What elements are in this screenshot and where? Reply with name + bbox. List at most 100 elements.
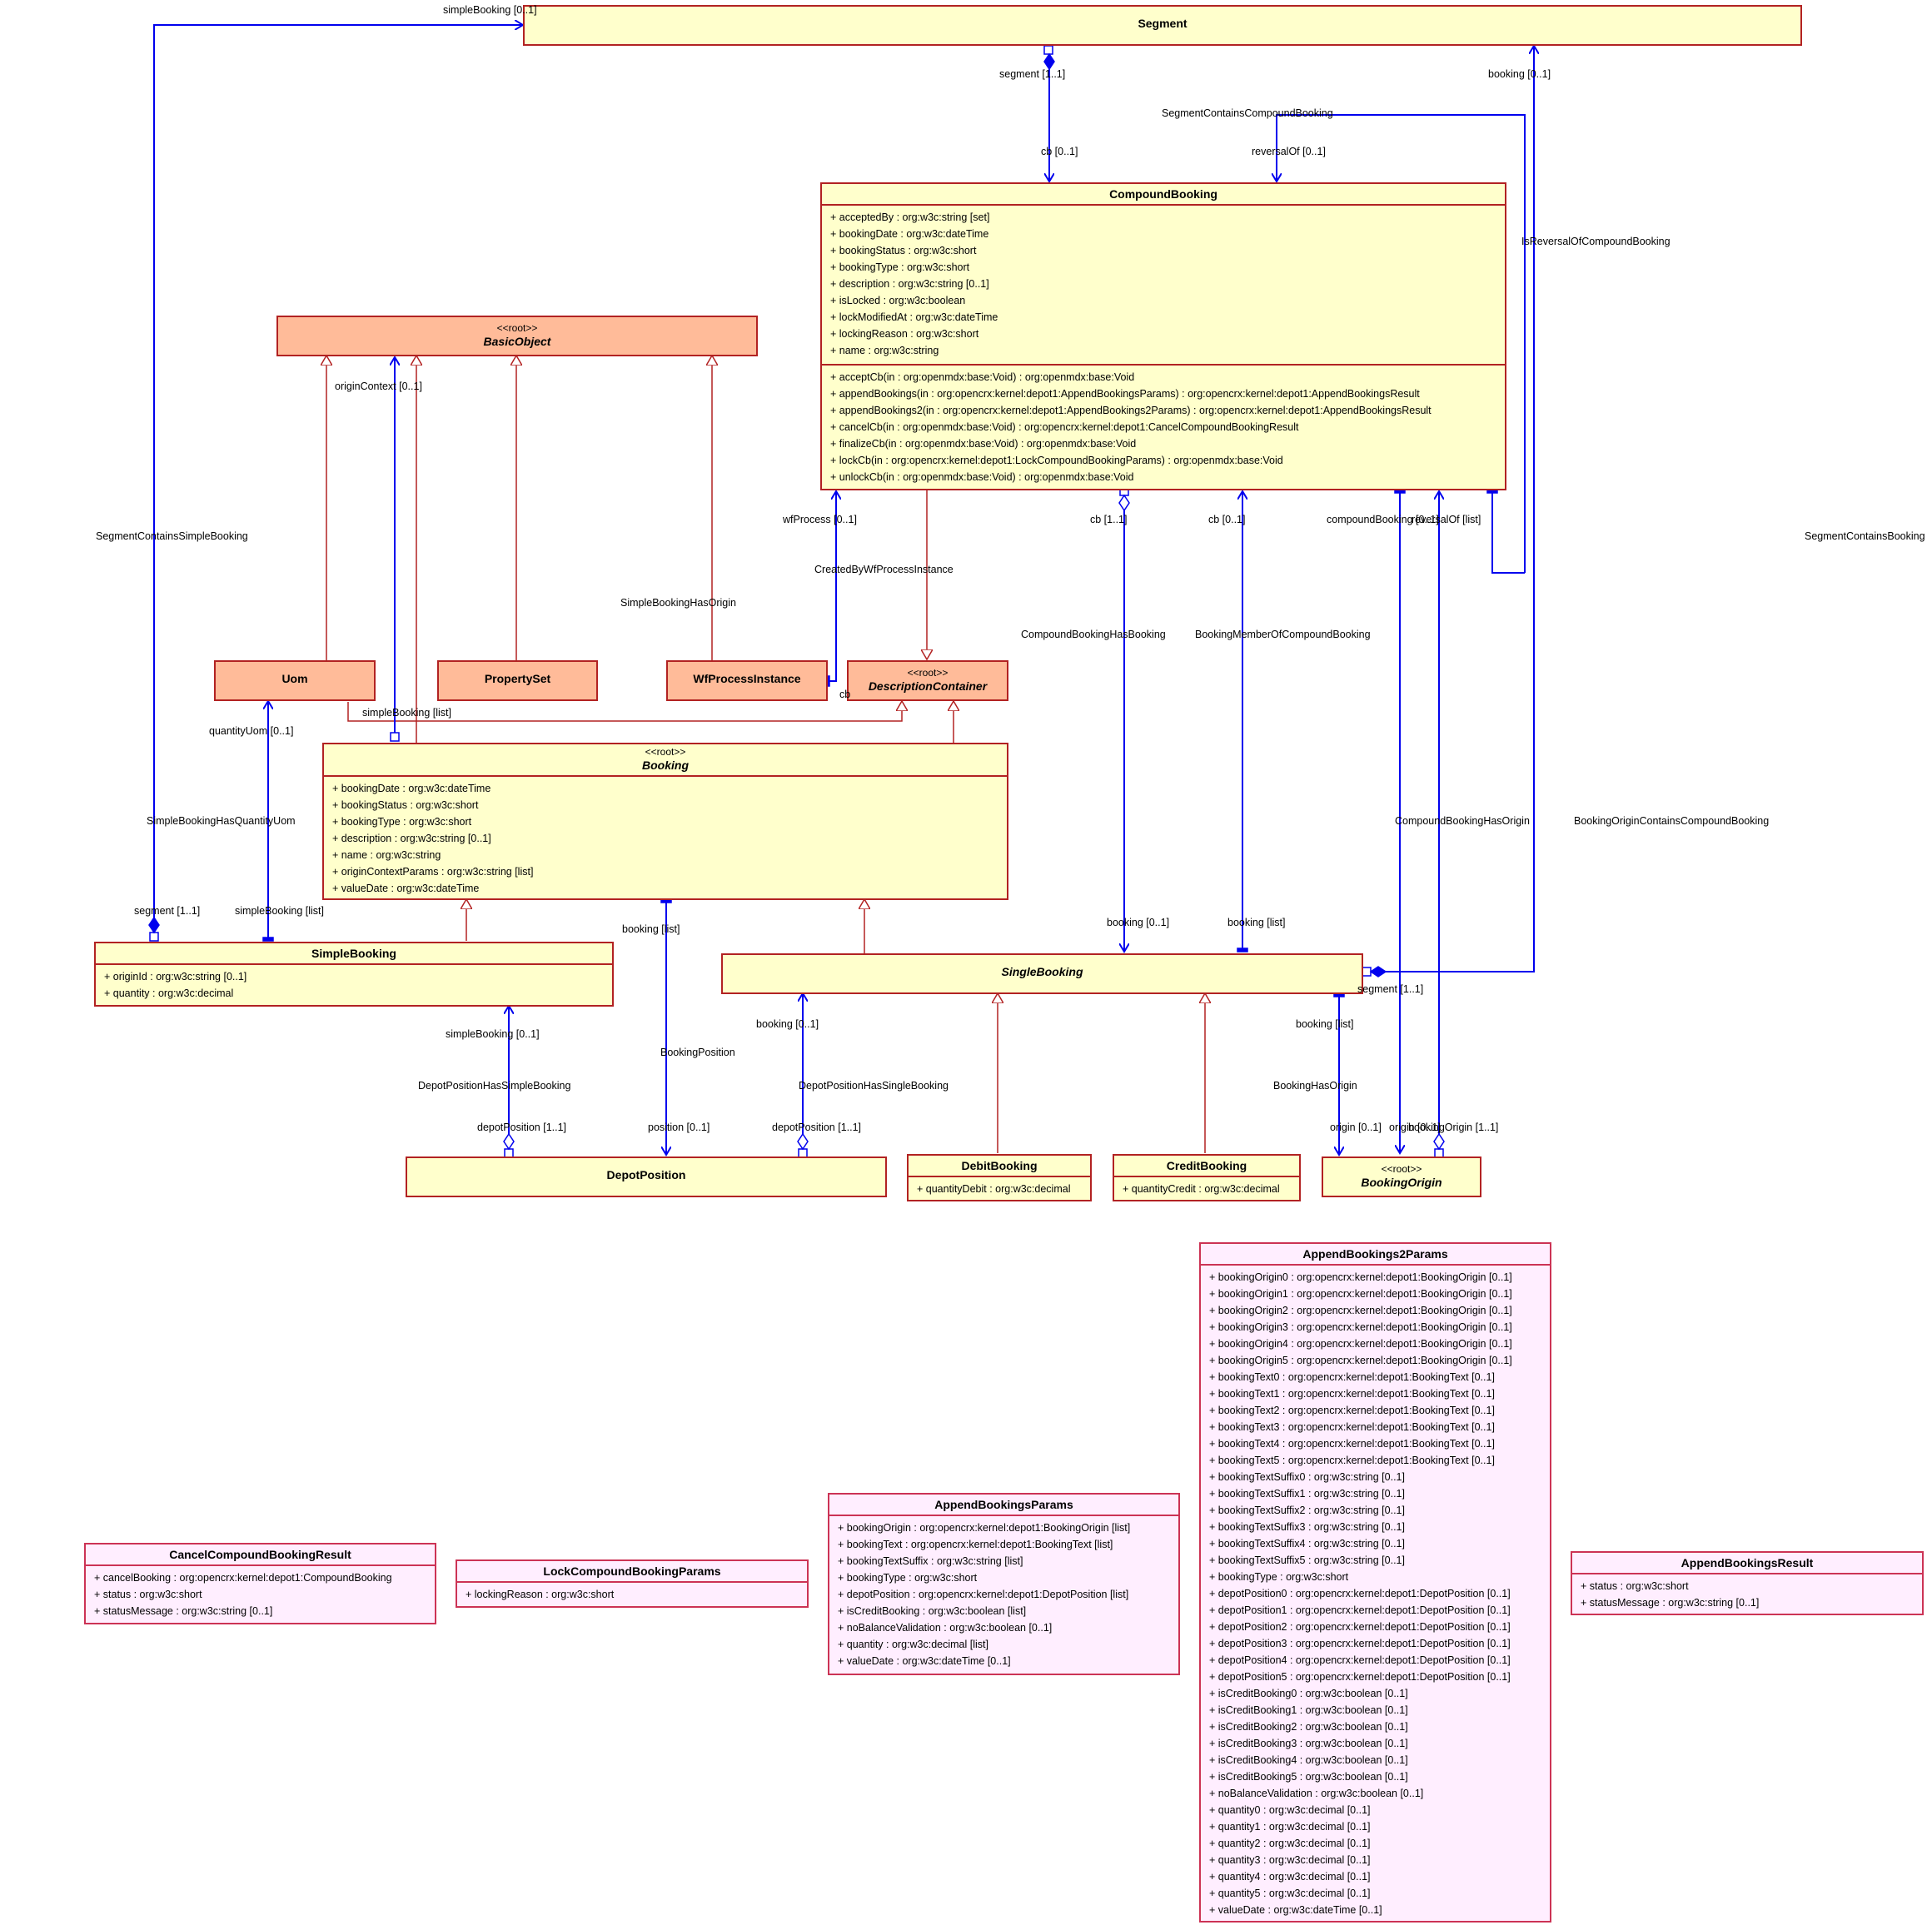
attribute: + bookingText1 : org:opencrx:kernel:depo… — [1209, 1388, 1495, 1400]
attribute: + quantity0 : org:w3c:decimal [0..1] — [1209, 1804, 1371, 1816]
role-label: booking [list] — [1227, 917, 1286, 928]
class-description-container[interactable]: <<root>>DescriptionContainer — [847, 660, 1008, 701]
class-name: DepotPosition — [606, 1168, 686, 1181]
class-wf-process-instance[interactable]: WfProcessInstance — [666, 660, 828, 701]
role-label: booking [list] — [1296, 1018, 1354, 1030]
attribute: + bookingOrigin2 : org:opencrx:kernel:de… — [1209, 1305, 1512, 1316]
operation: + finalizeCb(in : org:openmdx:base:Void)… — [830, 438, 1137, 450]
class-basic-object[interactable]: <<root>>BasicObject — [276, 316, 758, 356]
operations-compartment: + acceptCb(in : org:openmdx:base:Void) :… — [822, 364, 1505, 490]
association-name: CompoundBookingHasOrigin — [1395, 815, 1530, 827]
attribute: + quantity : org:w3c:decimal — [104, 987, 234, 999]
attribute: + isCreditBooking0 : org:w3c:boolean [0.… — [1209, 1688, 1408, 1699]
class-name: AppendBookingsParams — [934, 1498, 1073, 1511]
attribute: + isCreditBooking3 : org:w3c:boolean [0.… — [1209, 1738, 1408, 1749]
role-label: simpleBooking [list] — [362, 707, 451, 719]
attribute: + depotPosition2 : org:opencrx:kernel:de… — [1209, 1621, 1511, 1633]
attribute: + noBalanceValidation : org:w3c:boolean … — [1209, 1788, 1424, 1799]
attribute: + quantity : org:w3c:decimal [list] — [838, 1639, 988, 1650]
attribute: + bookingTextSuffix2 : org:w3c:string [0… — [1209, 1505, 1405, 1516]
association-name: CreatedByWfProcessInstance — [814, 564, 954, 575]
attribute: + status : org:w3c:short — [94, 1589, 202, 1600]
attribute: + bookingText5 : org:opencrx:kernel:depo… — [1209, 1455, 1495, 1466]
attribute: + bookingText4 : org:opencrx:kernel:depo… — [1209, 1438, 1495, 1450]
association-name: CompoundBookingHasBooking — [1021, 629, 1166, 640]
attribute: + quantityCredit : org:w3c:decimal — [1123, 1183, 1280, 1195]
class-single-booking[interactable]: SingleBooking — [721, 953, 1363, 994]
attributes-compartment: + status : org:w3c:short + statusMessage… — [1572, 1573, 1922, 1616]
class-segment[interactable]: Segment — [523, 5, 1802, 46]
class-append-bookings2-params[interactable]: AppendBookings2Params + bookingOrigin0 :… — [1199, 1242, 1551, 1923]
role-label: depotPosition [1..1] — [772, 1122, 862, 1133]
attribute: + quantityDebit : org:w3c:decimal — [917, 1183, 1071, 1195]
attribute: + bookingOrigin1 : org:opencrx:kernel:de… — [1209, 1288, 1512, 1300]
attributes-compartment: + originId : org:w3c:string [0..1] + qua… — [96, 963, 612, 1007]
attributes-compartment: + quantityDebit : org:w3c:decimal — [909, 1176, 1090, 1202]
class-compound-booking[interactable]: CompoundBooking + acceptedBy : org:w3c:s… — [820, 182, 1506, 490]
class-cancel-compound-booking-result[interactable]: CancelCompoundBookingResult + cancelBook… — [84, 1543, 436, 1624]
attribute: + bookingDate : org:w3c:dateTime — [830, 228, 989, 240]
attribute: + bookingTextSuffix1 : org:w3c:string [0… — [1209, 1488, 1405, 1500]
class-name: BookingOrigin — [1361, 1176, 1442, 1189]
class-credit-booking[interactable]: CreditBooking + quantityCredit : org:w3c… — [1113, 1154, 1301, 1201]
attribute: + bookingStatus : org:w3c:short — [332, 799, 479, 811]
class-name: SingleBooking — [1001, 965, 1083, 978]
role-label: booking [0..1] — [1107, 917, 1170, 928]
attribute: + lockingReason : org:w3c:short — [830, 328, 979, 340]
attribute: + depotPosition1 : org:opencrx:kernel:de… — [1209, 1604, 1511, 1616]
role-label: cb [1..1] — [1090, 514, 1128, 525]
attribute: + description : org:w3c:string [0..1] — [332, 833, 491, 844]
class-booking-origin[interactable]: <<root>>BookingOrigin — [1322, 1156, 1481, 1197]
association-name: IsReversalOfCompoundBooking — [1521, 236, 1671, 247]
attribute: + bookingTextSuffix0 : org:w3c:string [0… — [1209, 1471, 1405, 1483]
attributes-compartment: + bookingOrigin0 : org:opencrx:kernel:de… — [1201, 1264, 1550, 1923]
attribute: + isCreditBooking4 : org:w3c:boolean [0.… — [1209, 1754, 1408, 1766]
operation: + appendBookings(in : org:opencrx:kernel… — [830, 388, 1420, 400]
class-append-bookings-result[interactable]: AppendBookingsResult + status : org:w3c:… — [1571, 1551, 1924, 1615]
attribute: + bookingTextSuffix3 : org:w3c:string [0… — [1209, 1521, 1405, 1533]
role-label: depotPosition [1..1] — [477, 1122, 567, 1133]
attribute: + bookingType : org:w3c:short — [838, 1572, 978, 1584]
attribute: + bookingStatus : org:w3c:short — [830, 245, 977, 256]
attribute: + bookingTextSuffix5 : org:w3c:string [0… — [1209, 1554, 1405, 1566]
class-lock-compound-booking-params[interactable]: LockCompoundBookingParams + lockingReaso… — [456, 1559, 809, 1608]
role-label: booking [0..1] — [1488, 68, 1551, 80]
attribute: + bookingTextSuffix : org:w3c:string [li… — [838, 1555, 1023, 1567]
attribute: + bookingType : org:w3c:short — [1209, 1571, 1349, 1583]
class-name: Segment — [1138, 17, 1188, 30]
attribute: + acceptedBy : org:w3c:string [set] — [830, 211, 990, 223]
class-simple-booking[interactable]: SimpleBooking + originId : org:w3c:strin… — [94, 942, 614, 1007]
operation: + appendBookings2(in : org:opencrx:kerne… — [830, 405, 1432, 416]
attributes-compartment: + cancelBooking : org:opencrx:kernel:dep… — [86, 1564, 435, 1624]
attribute: + quantity1 : org:w3c:decimal [0..1] — [1209, 1821, 1371, 1833]
attributes-compartment: + quantityCredit : org:w3c:decimal — [1114, 1176, 1299, 1202]
role-label: bookingOrigin [1..1] — [1408, 1122, 1499, 1133]
association-name: BookingHasOrigin — [1273, 1080, 1357, 1092]
attribute: + bookingOrigin0 : org:opencrx:kernel:de… — [1209, 1271, 1512, 1283]
class-append-bookings-params[interactable]: AppendBookingsParams + bookingOrigin : o… — [828, 1493, 1180, 1675]
role-label: simpleBooking [0..1] — [443, 4, 537, 16]
stereotype: <<root>> — [496, 322, 538, 334]
class-uom[interactable]: Uom — [214, 660, 376, 701]
attribute: + bookingTextSuffix4 : org:w3c:string [0… — [1209, 1538, 1405, 1549]
attribute: + statusMessage : org:w3c:string [0..1] — [94, 1605, 273, 1617]
attribute: + bookingOrigin3 : org:opencrx:kernel:de… — [1209, 1321, 1512, 1333]
attribute: + bookingOrigin5 : org:opencrx:kernel:de… — [1209, 1355, 1512, 1366]
attribute: + noBalanceValidation : org:w3c:boolean … — [838, 1622, 1053, 1634]
attribute: + bookingText2 : org:opencrx:kernel:depo… — [1209, 1405, 1495, 1416]
attributes-compartment: + bookingDate : org:w3c:dateTime + booki… — [324, 775, 1007, 902]
association-ends — [148, 45, 1498, 1158]
class-debit-booking[interactable]: DebitBooking + quantityDebit : org:w3c:d… — [907, 1154, 1092, 1201]
attribute: + valueDate : org:w3c:dateTime [0..1] — [838, 1655, 1011, 1667]
attribute: + name : org:w3c:string — [332, 849, 441, 861]
role-label: simpleBooking [list] — [235, 905, 324, 917]
class-booking[interactable]: <<root>>Booking + bookingDate : org:w3c:… — [322, 743, 1008, 900]
attribute: + statusMessage : org:w3c:string [0..1] — [1581, 1597, 1760, 1609]
role-label: quantityUom [0..1] — [209, 725, 294, 737]
attribute: + lockModifiedAt : org:w3c:dateTime — [830, 311, 998, 323]
attribute: + name : org:w3c:string — [830, 345, 939, 356]
class-depot-position[interactable]: DepotPosition — [406, 1156, 887, 1197]
class-property-set[interactable]: PropertySet — [437, 660, 598, 701]
class-name: CompoundBooking — [1109, 187, 1217, 201]
